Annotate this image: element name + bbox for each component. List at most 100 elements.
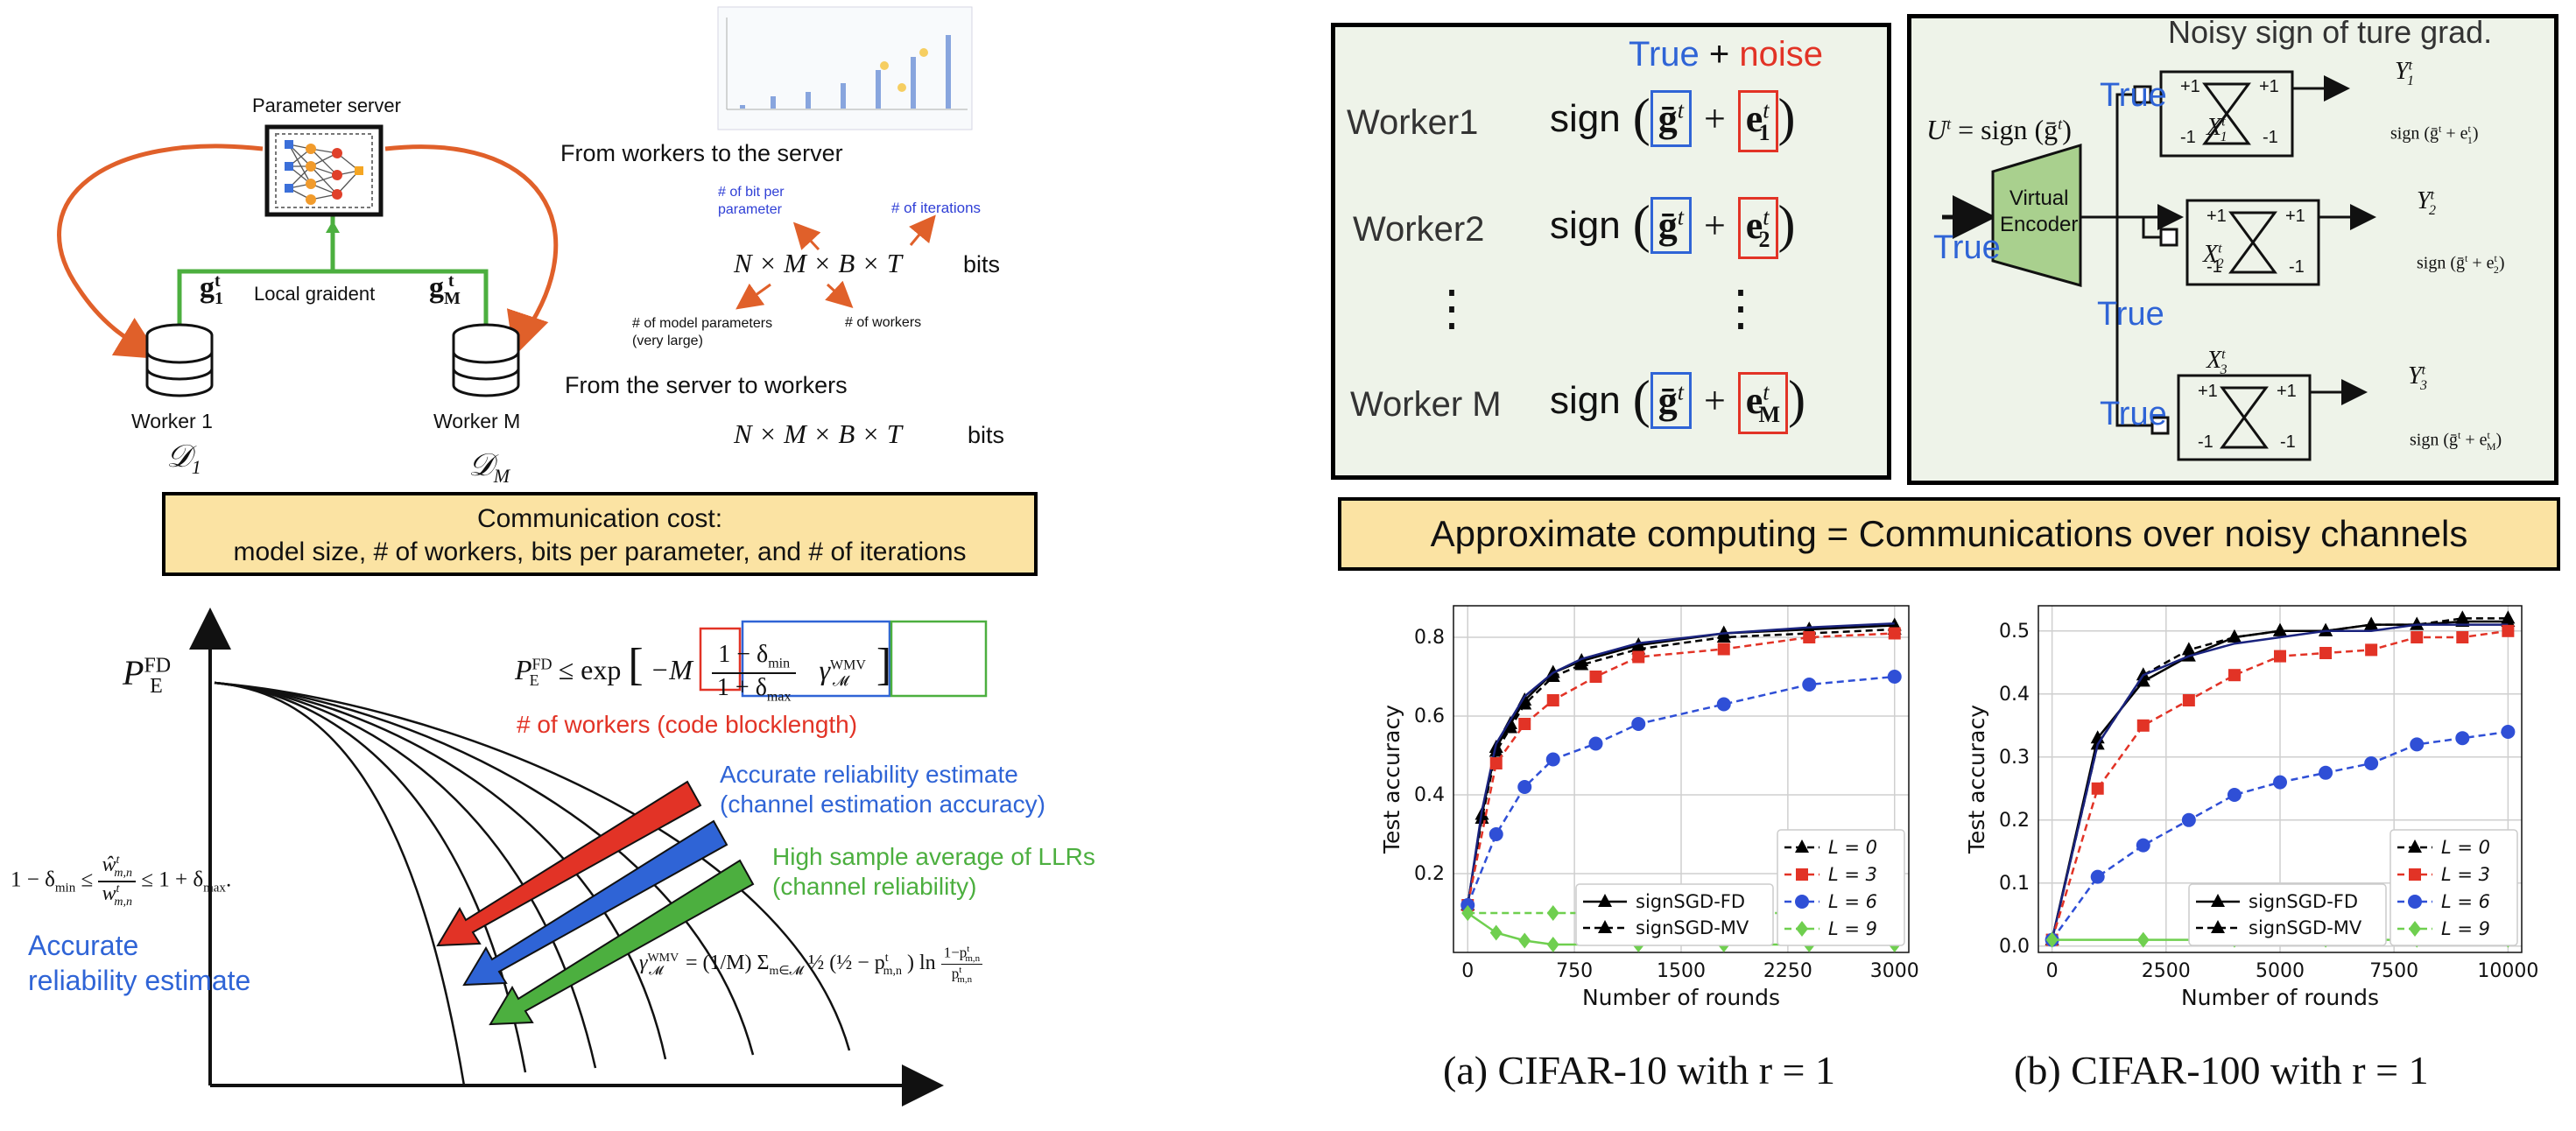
worker-row-M-formula: sign (ḡt + etM) [1550, 369, 1805, 441]
approx-computing-banner: Approximate computing = Communications o… [1338, 497, 2560, 571]
data-point [1503, 720, 1517, 734]
legend-box [1777, 829, 1905, 946]
data-point [1461, 905, 1475, 921]
data-point [1518, 932, 1531, 949]
method-legend-box [1575, 883, 1774, 946]
data-point [2136, 931, 2150, 948]
data-point [2411, 631, 2424, 643]
legend-marker [2409, 868, 2421, 881]
x-tick-label: 1500 [1657, 960, 1706, 982]
data-point [2227, 788, 2242, 802]
worker1-label: Worker 1 [131, 410, 213, 432]
data-point [1489, 924, 1503, 941]
legend-marker [1795, 895, 1809, 909]
true-label-bottom: True [2100, 396, 2167, 432]
reliability-note: Accurate reliability estimate(channel es… [720, 761, 1045, 818]
legend-label: L = 6 [1828, 891, 1877, 912]
data-point [2410, 737, 2425, 752]
x-tick-label: 5000 [2256, 960, 2305, 982]
channel-3 [2150, 374, 2368, 461]
from-server-heading: From the server to workers [565, 372, 848, 398]
workers-blocklength-note: # of workers (code blocklength) [517, 711, 858, 738]
iterations-label: # of iterations [891, 200, 982, 216]
data-point [2136, 719, 2150, 732]
data-point [1489, 757, 1503, 769]
data-point [2410, 616, 2425, 630]
legend-marker [1796, 921, 1808, 937]
data-point [2274, 650, 2286, 663]
caption-cifar10: (a) CIFAR-10 with r = 1 [1443, 1048, 1835, 1092]
y2-output: sign (ḡt + et2) [2417, 252, 2505, 276]
method-legend-label: signSGD-MV [1636, 917, 1749, 938]
parameter-server-label: Parameter server [252, 95, 401, 116]
arrow-model-params [735, 283, 771, 310]
y-tick-label: 0.2 [1414, 863, 1445, 885]
method-legend-marker [1598, 920, 1612, 933]
ch3-plus1-right: +1 [2277, 382, 2297, 401]
x-tick-label: 3000 [1870, 960, 1919, 982]
dataset-1-label: 𝒟1 [166, 439, 201, 479]
caption-cifar100: (b) CIFAR-100 with r = 1 [2014, 1048, 2429, 1092]
data-point [2501, 725, 2516, 739]
data-point [1717, 643, 1730, 656]
y-tick-label: 0.4 [1999, 684, 2030, 706]
error-bound-plot [189, 608, 988, 1106]
legend-label: L = 9 [2441, 918, 2490, 939]
ch2-plus1-left: +1 [2206, 207, 2227, 226]
data-point [2319, 622, 2333, 636]
red-arrow [436, 780, 702, 947]
data-point [1802, 678, 1817, 692]
box-delta-frac [741, 620, 891, 698]
ch1-minus1-left: -1 [2180, 128, 2196, 147]
y-axis-label: Test accuracy [1379, 705, 1404, 854]
communication-cost-banner: Communication cost: model size, # of wor… [162, 492, 1038, 576]
y-tick-label: 0.4 [1414, 784, 1445, 806]
legend-label: L = 3 [2441, 864, 2490, 885]
error-curves [214, 681, 851, 1086]
series-line [2051, 623, 2509, 940]
x-tick-label: 7500 [2369, 960, 2418, 982]
data-point [2501, 610, 2516, 624]
legend-box [2389, 829, 2518, 946]
ch1-plus1-right: +1 [2259, 77, 2279, 96]
left-top-arrows [57, 6, 973, 397]
true-label-mid: True [2097, 296, 2164, 333]
worker-row-M-label: Worker M [1350, 385, 1502, 424]
data-point [1517, 696, 1532, 710]
x2-label: Xt2 [2203, 241, 2224, 271]
data-point [1632, 650, 1645, 664]
communication-cost-line2: model size, # of workers, bits per param… [233, 537, 967, 566]
x-tick-label: 0 [1461, 960, 1474, 982]
data-point [1518, 718, 1531, 730]
feedback-curve-left [57, 144, 264, 360]
data-point [1588, 736, 1603, 751]
true-input-label: True [1933, 229, 2001, 266]
ch3-minus1-left: -1 [2198, 432, 2214, 452]
box-gamma [890, 620, 988, 698]
legend-marker [2409, 921, 2421, 937]
x-tick-label: 750 [1556, 960, 1593, 982]
method-legend-marker [2211, 894, 2225, 907]
data-point [2455, 610, 2470, 624]
y1-output: sign (ḡt + et1) [2390, 123, 2479, 146]
feedback-curve-right [384, 144, 559, 357]
data-point [2273, 622, 2287, 636]
worker-row-1-formula: sign (ḡt + et1) [1550, 88, 1796, 159]
server-network-icon [264, 124, 384, 217]
data-point [2227, 629, 2242, 643]
virtual-encoder-shape [1991, 143, 2082, 287]
box-M [699, 627, 742, 692]
x-tick-label: 2250 [1763, 960, 1812, 982]
bits-unit-2: bits [968, 422, 1005, 448]
ch2-minus1-left: -1 [2206, 257, 2222, 277]
vdots-right: ⋮ [1716, 282, 1765, 336]
worker-sign-box [1331, 23, 1891, 480]
y1-label: Yt1 [2395, 58, 2415, 88]
arrow-workers [825, 280, 854, 309]
worker-row-2-formula: sign (ḡt + et2) [1550, 194, 1796, 266]
gM-label: gMt [429, 271, 461, 309]
arrow-iterations [909, 214, 936, 246]
